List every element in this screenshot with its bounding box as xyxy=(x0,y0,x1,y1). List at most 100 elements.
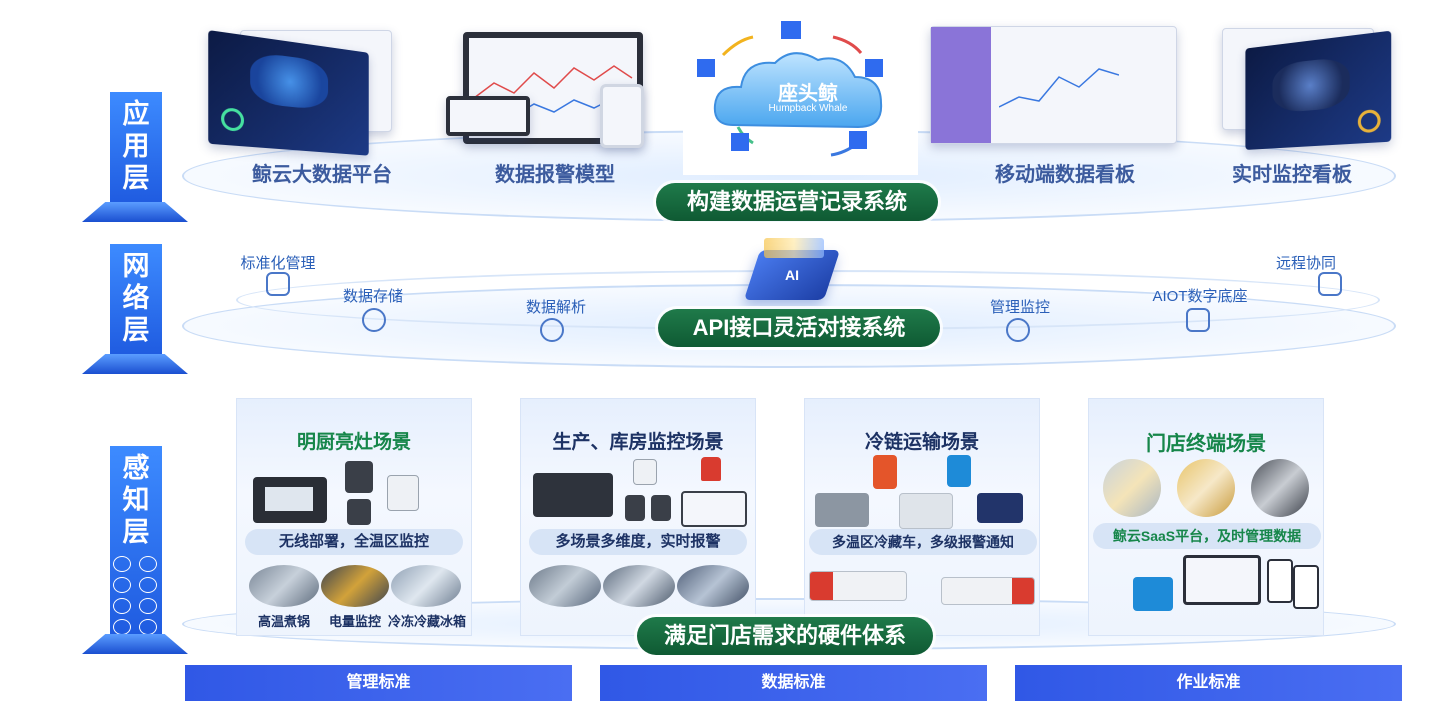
app-caption-realtime-monitor: 实时监控看板 xyxy=(1232,164,1352,186)
scene-band-store: 鲸云SaaS平台，及时管理数据 xyxy=(1093,523,1321,549)
footer-operation-standard: 作业标准 xyxy=(1015,665,1402,701)
temperature-icon xyxy=(113,556,131,572)
layer-base-perception xyxy=(82,634,188,654)
scene-band-warehouse: 多场景多维度，实时报警 xyxy=(529,529,747,555)
dashboard-laptop xyxy=(1183,555,1261,605)
gateway-device xyxy=(253,477,327,523)
gateway-device-large xyxy=(533,473,613,517)
scene-panel-kitchen: 明厨亮灶场景 无线部署，全温区监控 高温煮锅 电量监控 冷冻冷藏冰箱 xyxy=(236,398,472,636)
alarm-model-phone xyxy=(600,84,644,148)
photo-store-fridge xyxy=(1103,459,1161,517)
sensor-device-2 xyxy=(387,475,419,511)
scene-title-kitchen: 明厨亮灶场景 xyxy=(296,432,411,453)
mobile-dashboard-screen xyxy=(930,26,1177,144)
light-icon xyxy=(139,577,157,593)
sensor-device-1 xyxy=(345,461,373,493)
cold-box-photo xyxy=(815,493,869,527)
sensor-device-5 xyxy=(625,495,645,521)
ai-chip-light-beams xyxy=(764,238,824,258)
co2-icon xyxy=(113,598,131,614)
gauge-graphic xyxy=(221,107,245,132)
monitor-icon xyxy=(1006,318,1030,342)
layer-label-perception: 感知层 xyxy=(110,446,162,636)
network-label-aiot: AIOT数字底座 xyxy=(1152,288,1248,305)
photo-cooking-pot xyxy=(249,565,319,607)
truck-interior-photo xyxy=(899,493,953,529)
gas-icon xyxy=(139,598,157,614)
layer-label-network-text: 网络层 xyxy=(122,251,150,345)
network-label-standardization: 标准化管理 xyxy=(240,255,316,272)
humidity-icon xyxy=(139,556,157,572)
remote-truck-icon xyxy=(1318,272,1342,296)
sensor-icon-grid xyxy=(110,556,162,635)
scene-panel-cold-chain: 冷链运输场景 多温区冷藏车，多级报警通知 xyxy=(804,398,1040,636)
device-icon xyxy=(139,619,157,635)
network-topology-icon xyxy=(1186,308,1210,332)
photo-power-meter xyxy=(321,565,389,607)
building-icon-top xyxy=(781,21,801,39)
meter-icon xyxy=(113,619,131,635)
app-caption-alarm-model: 数据报警模型 xyxy=(495,164,615,186)
scene-panel-store: 门店终端场景 鲸云SaaS平台，及时管理数据 xyxy=(1088,398,1324,636)
cold-truck-2 xyxy=(941,577,1035,605)
footer-management-standard: 管理标准 xyxy=(185,665,572,701)
building-icon-right xyxy=(865,59,883,77)
cloud-parse-icon xyxy=(540,318,564,342)
app-caption-mobile-dashboard: 移动端数据看板 xyxy=(995,164,1135,186)
mobile-login-panel xyxy=(931,27,991,143)
phone-app-1 xyxy=(1267,559,1293,603)
scene-band-kitchen: 无线部署，全温区监控 xyxy=(245,529,463,555)
app-layer-pill: 构建数据运营记录系统 xyxy=(656,183,938,221)
layer-label-app: 应用层 xyxy=(110,92,162,204)
scene-band-cold-chain: 多温区冷藏车，多级报警通知 xyxy=(809,529,1037,555)
photo-cold-room xyxy=(603,565,675,607)
monitor-gauge-graphic xyxy=(1357,108,1381,134)
building-icon-left xyxy=(697,59,715,77)
cloud-graphic xyxy=(713,35,883,157)
monitor-screen-device xyxy=(681,491,747,527)
perception-layer-pill: 满足门店需求的硬件体系 xyxy=(637,617,933,655)
building-icon-bottom-right xyxy=(849,131,867,149)
realtime-monitor-screen xyxy=(1245,30,1392,150)
china-map-graphic xyxy=(250,51,329,111)
storage-icon xyxy=(362,308,386,332)
scene-title-store: 门店终端场景 xyxy=(1146,433,1266,455)
cloud-logo-frame: 座头鲸 Humpback Whale xyxy=(683,15,918,175)
photo-store-equipment xyxy=(1251,459,1309,517)
network-label-storage: 数据存储 xyxy=(342,288,403,305)
app-caption-big-data: 鲸云大数据平台 xyxy=(252,164,392,186)
big-data-platform-screen xyxy=(208,30,369,156)
cold-truck-1 xyxy=(809,571,907,601)
sensor-device-3 xyxy=(347,499,371,525)
phone-app-2 xyxy=(1293,565,1319,609)
photo-storage-room xyxy=(529,565,601,607)
caption-power-monitor: 电量监控 xyxy=(328,614,381,629)
layer-base-network xyxy=(82,354,188,374)
photo-fridge xyxy=(391,565,461,607)
scene-title-warehouse: 生产、库房监控场景 xyxy=(552,432,724,453)
blue-sensor-device xyxy=(947,455,971,487)
photo-store-food xyxy=(1177,459,1235,517)
monitor-map-graphic xyxy=(1272,56,1350,114)
cooler-bag-photo xyxy=(977,493,1023,523)
network-label-remote: 远程协同 xyxy=(1275,255,1336,272)
sensor-device-4 xyxy=(633,459,657,485)
scene-panel-warehouse: 生产、库房监控场景 多场景多维度，实时报警 xyxy=(520,398,756,636)
orange-sensor-device xyxy=(873,455,897,489)
photo-corridor xyxy=(677,565,749,607)
cloud-logo-subtext: Humpback Whale xyxy=(768,103,848,114)
footer-data-standard: 数据标准 xyxy=(600,665,987,701)
sensor-device-6 xyxy=(651,495,671,521)
alarm-model-tablet xyxy=(446,96,530,136)
caption-cooking-pot: 高温煮锅 xyxy=(257,614,310,629)
vehicle-icon xyxy=(113,577,131,593)
scene-title-cold-chain: 冷链运输场景 xyxy=(864,432,979,453)
network-label-parsing: 数据解析 xyxy=(525,299,586,316)
building-icon-bottom-left xyxy=(731,133,749,151)
layer-label-network: 网络层 xyxy=(110,244,162,356)
network-label-monitoring: 管理监控 xyxy=(989,299,1050,316)
cloud-logo-text: 座头鲸 xyxy=(778,83,838,105)
blue-terminal-device xyxy=(1133,577,1173,611)
mobile-chart-graphic xyxy=(999,68,1119,108)
chart-icon xyxy=(266,272,290,296)
